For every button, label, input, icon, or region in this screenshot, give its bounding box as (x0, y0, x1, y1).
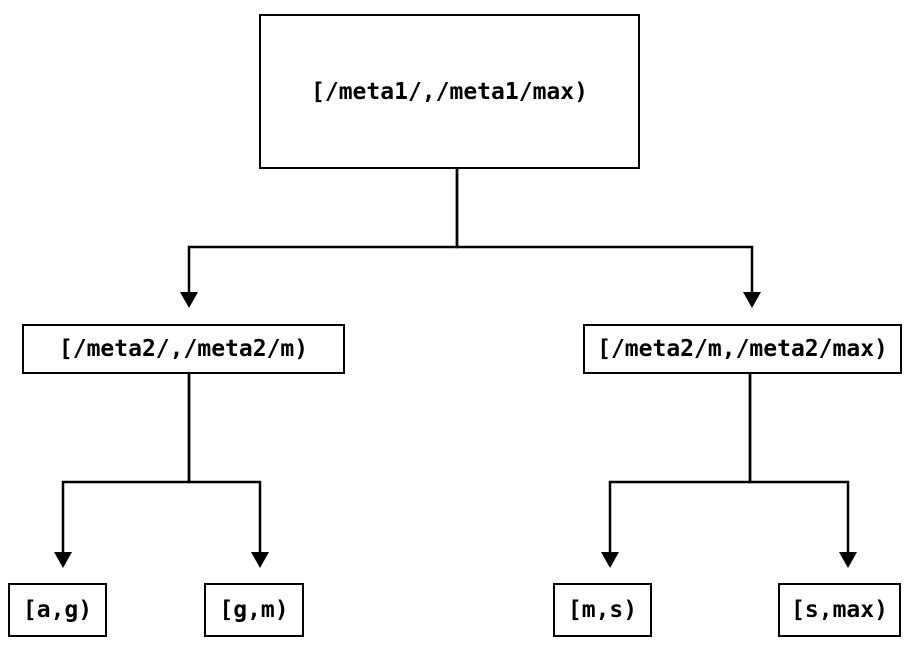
edge-mid-left-to-leaf-gm (187, 374, 269, 568)
tree-node-leaf-ag: [a,g) (8, 583, 107, 637)
arrow-down-icon (180, 292, 198, 308)
edge-mid-right-to-leaf-smax (748, 374, 857, 568)
arrow-down-icon (54, 552, 72, 568)
arrow-down-icon (251, 552, 269, 568)
tree-node-leaf-gm: [g,m) (204, 583, 304, 637)
tree-node-mid-left: [/meta2/,/meta2/m) (22, 324, 345, 374)
tree-node-leaf-ms: [m,s) (553, 583, 652, 637)
edge-mid-left-to-leaf-ag (54, 374, 191, 568)
edge-mid-right-to-leaf-ms (601, 374, 752, 568)
tree-node-leaf-smax: [s,max) (778, 583, 901, 637)
arrow-down-icon (839, 552, 857, 568)
edge-root-to-mid-right (455, 169, 761, 308)
tree-node-mid-right: [/meta2/m,/meta2/max) (583, 324, 902, 374)
arrow-down-icon (743, 292, 761, 308)
edge-root-to-mid-left (180, 169, 459, 308)
tree-node-root: [/meta1/,/meta1/max) (259, 14, 640, 169)
arrow-down-icon (601, 552, 619, 568)
